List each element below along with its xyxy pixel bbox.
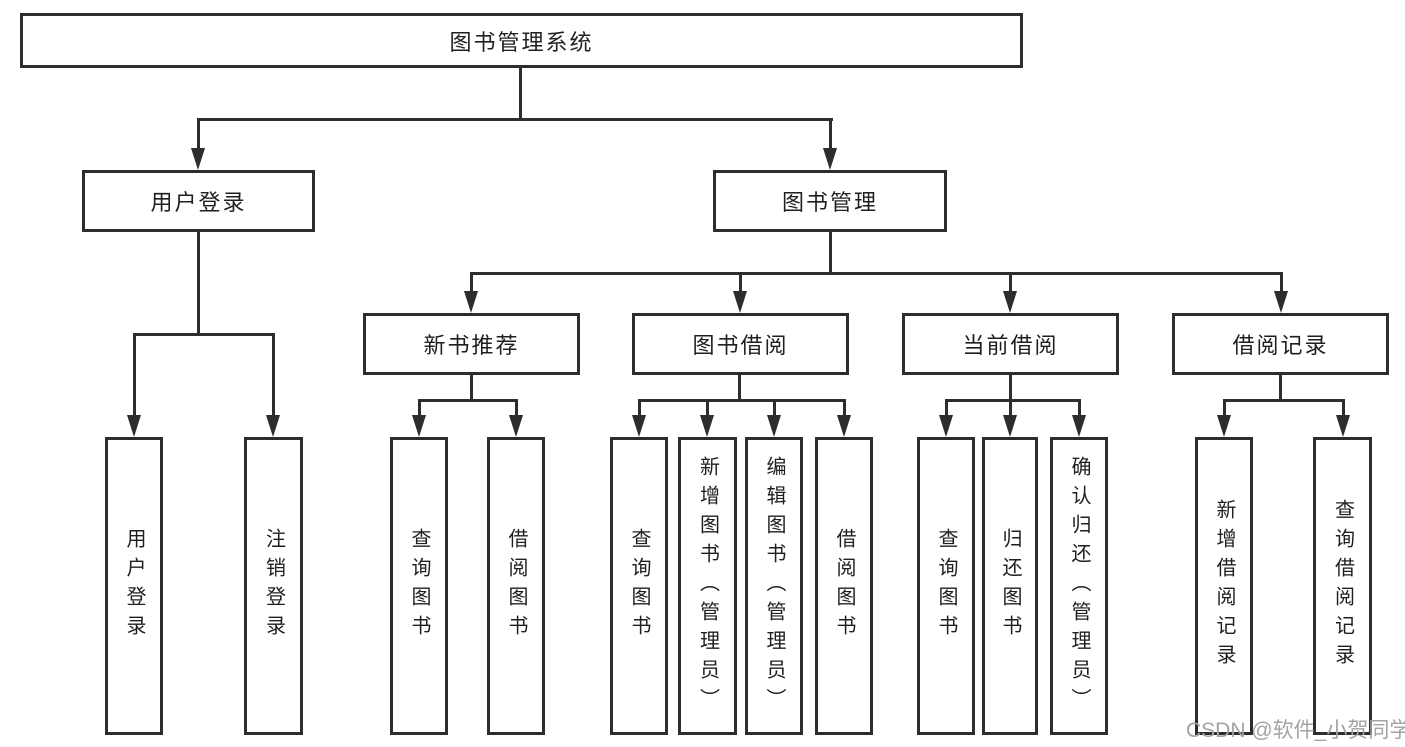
node-user-login: 用户登录 bbox=[82, 170, 315, 232]
connector-line bbox=[638, 399, 641, 417]
node-leaf-confirm-return-admin: 确认归还（管理员） bbox=[1050, 437, 1108, 735]
arrowhead-down-icon bbox=[412, 415, 426, 437]
connector-line bbox=[418, 399, 518, 402]
node-leaf-query-book-current: 查询图书 bbox=[917, 437, 975, 735]
connector-line bbox=[1342, 399, 1345, 417]
node-leaf-query-borrow-record-label: 查询借阅记录 bbox=[1331, 499, 1354, 673]
connector-line bbox=[1009, 272, 1012, 293]
node-new-book-recommend: 新书推荐 bbox=[363, 313, 580, 375]
node-current-borrow-label: 当前借阅 bbox=[962, 333, 1059, 358]
connector-line bbox=[945, 399, 1081, 402]
node-borrow-records-label: 借阅记录 bbox=[1232, 333, 1329, 358]
arrowhead-down-icon bbox=[733, 291, 747, 313]
node-book-borrow: 图书借阅 bbox=[632, 313, 849, 375]
connector-line bbox=[197, 118, 833, 121]
node-user-login-label: 用户登录 bbox=[150, 190, 247, 215]
node-leaf-borrow-book-recommend-label: 借阅图书 bbox=[505, 528, 527, 644]
node-leaf-query-book-borrow-label: 查询图书 bbox=[628, 528, 650, 644]
node-leaf-query-book-recommend-label: 查询图书 bbox=[408, 528, 430, 644]
connector-line bbox=[843, 399, 846, 417]
connector-line bbox=[1279, 375, 1282, 402]
node-leaf-return-book: 归还图书 bbox=[982, 437, 1038, 735]
node-book-management: 图书管理 bbox=[713, 170, 947, 232]
arrowhead-down-icon bbox=[1003, 415, 1017, 437]
arrowhead-down-icon bbox=[1072, 415, 1086, 437]
connector-line bbox=[739, 272, 742, 293]
connector-line bbox=[1223, 399, 1345, 402]
node-book-management-label: 图书管理 bbox=[781, 190, 878, 215]
connector-line bbox=[470, 272, 473, 293]
arrowhead-down-icon bbox=[1336, 415, 1350, 437]
node-root-label: 图书管理系统 bbox=[449, 29, 594, 55]
node-leaf-add-book-admin: 新增图书（管理员） bbox=[678, 437, 737, 735]
arrowhead-down-icon bbox=[1217, 415, 1231, 437]
node-new-book-recommend-label: 新书推荐 bbox=[423, 333, 520, 358]
arrowhead-down-icon bbox=[127, 415, 141, 437]
node-leaf-return-book-label: 归还图书 bbox=[999, 528, 1021, 644]
node-leaf-query-borrow-record: 查询借阅记录 bbox=[1313, 437, 1372, 735]
connector-line bbox=[1009, 375, 1012, 402]
node-leaf-add-borrow-record-label: 新增借阅记录 bbox=[1213, 499, 1235, 673]
node-leaf-borrow-book: 借阅图书 bbox=[815, 437, 873, 735]
connector-line bbox=[470, 272, 1283, 275]
arrowhead-down-icon bbox=[191, 148, 205, 170]
connector-line bbox=[1223, 399, 1226, 417]
arrowhead-down-icon bbox=[1003, 291, 1017, 313]
node-leaf-edit-book-admin: 编辑图书（管理员） bbox=[745, 437, 803, 735]
connector-line bbox=[738, 375, 741, 402]
connector-line bbox=[638, 399, 846, 402]
connector-line bbox=[945, 399, 948, 417]
connector-line bbox=[272, 333, 275, 417]
arrowhead-down-icon bbox=[632, 415, 646, 437]
connector-line bbox=[197, 232, 200, 336]
connector-line bbox=[829, 232, 832, 275]
connector-line bbox=[133, 333, 275, 336]
arrowhead-down-icon bbox=[509, 415, 523, 437]
node-leaf-add-borrow-record: 新增借阅记录 bbox=[1195, 437, 1253, 735]
node-leaf-logout-label: 注销登录 bbox=[262, 528, 285, 644]
arrowhead-down-icon bbox=[266, 415, 280, 437]
connector-line bbox=[418, 399, 421, 417]
connector-line bbox=[829, 118, 832, 150]
node-leaf-borrow-book-recommend: 借阅图书 bbox=[487, 437, 545, 735]
arrowhead-down-icon bbox=[767, 415, 781, 437]
node-leaf-user-login-label: 用户登录 bbox=[123, 528, 145, 644]
arrowhead-down-icon bbox=[837, 415, 851, 437]
connector-line bbox=[197, 118, 200, 150]
node-borrow-records: 借阅记录 bbox=[1172, 313, 1389, 375]
connector-line bbox=[133, 333, 136, 417]
arrowhead-down-icon bbox=[823, 148, 837, 170]
connector-line bbox=[519, 68, 522, 121]
arrowhead-down-icon bbox=[464, 291, 478, 313]
connector-line bbox=[1009, 399, 1012, 417]
node-leaf-confirm-return-admin-label: 确认归还（管理员） bbox=[1068, 455, 1090, 717]
connector-line bbox=[515, 399, 518, 417]
connector-line bbox=[773, 399, 776, 417]
node-book-borrow-label: 图书借阅 bbox=[692, 333, 789, 358]
node-leaf-add-book-admin-label: 新增图书（管理员） bbox=[696, 455, 719, 717]
arrowhead-down-icon bbox=[939, 415, 953, 437]
connector-line bbox=[706, 399, 709, 417]
connector-line bbox=[1280, 272, 1283, 293]
arrowhead-down-icon bbox=[700, 415, 714, 437]
node-leaf-query-book-recommend: 查询图书 bbox=[390, 437, 448, 735]
node-leaf-logout: 注销登录 bbox=[244, 437, 303, 735]
connector-line bbox=[470, 375, 473, 402]
arrowhead-down-icon bbox=[1274, 291, 1288, 313]
node-leaf-query-book-current-label: 查询图书 bbox=[935, 528, 957, 644]
watermark: CSDN @软件_小贺同学 bbox=[1186, 719, 1405, 742]
connector-line bbox=[1078, 399, 1081, 417]
node-leaf-borrow-book-label: 借阅图书 bbox=[833, 528, 855, 644]
node-root: 图书管理系统 bbox=[20, 13, 1023, 68]
node-leaf-query-book-borrow: 查询图书 bbox=[610, 437, 668, 735]
node-leaf-edit-book-admin-label: 编辑图书（管理员） bbox=[763, 455, 785, 717]
node-leaf-user-login: 用户登录 bbox=[105, 437, 163, 735]
node-current-borrow: 当前借阅 bbox=[902, 313, 1119, 375]
